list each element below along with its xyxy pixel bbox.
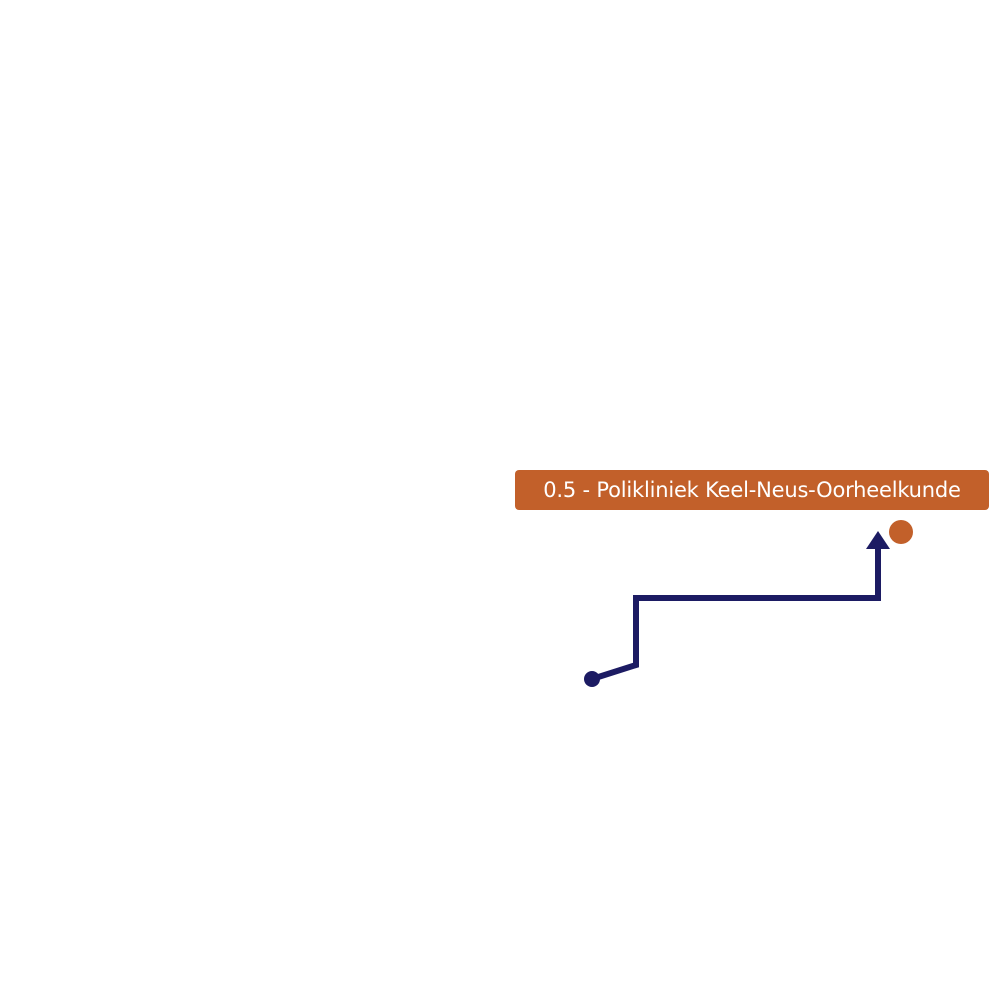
destination-label-text: 0.5 - Polikliniek Keel-Neus-Oorheelkunde <box>543 478 961 502</box>
route-arrow-icon <box>866 531 890 549</box>
destination-label[interactable]: 0.5 - Polikliniek Keel-Neus-Oorheelkunde <box>515 470 989 510</box>
route-path <box>591 549 881 682</box>
start-dot <box>584 671 600 687</box>
destination-dot[interactable] <box>889 520 913 544</box>
